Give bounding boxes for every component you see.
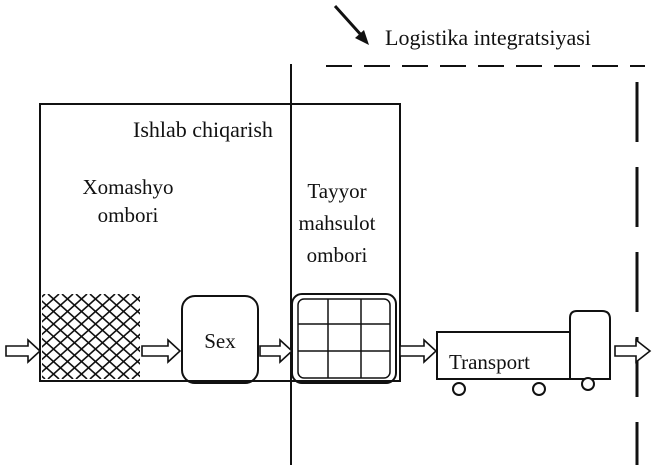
input-arrow [5,338,42,364]
workshop-label: Sex [204,329,236,353]
output-arrow [614,338,652,364]
workshop-box [181,295,259,384]
arrow-to-workshop [141,338,182,364]
finished-warehouse-label-line1: Tayyor [307,179,366,203]
pointer-arrow [333,4,369,45]
arrow-to-finished-warehouse [259,338,294,364]
finished-warehouse-label-line2: mahsulot [299,211,376,235]
production-box [39,103,401,382]
finished-goods-grid [291,293,397,384]
transport-label: Transport [449,350,530,374]
finished-warehouse-label-line3: ombori [307,243,368,267]
transport-vehicle [436,310,611,396]
arrow-to-transport [399,338,438,364]
raw-warehouse-label-line1: Xomashyo [83,175,174,199]
production-title: Ishlab chiqarish [133,117,273,142]
integration-label: Logistika integratsiyasi [385,25,591,50]
raw-material-hatch [42,294,140,379]
raw-warehouse-label-line2: ombori [98,203,159,227]
